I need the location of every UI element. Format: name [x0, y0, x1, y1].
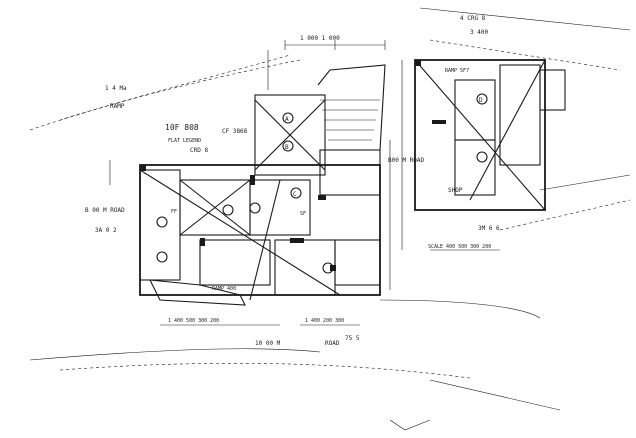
- site-contours: [29, 7, 631, 431]
- label-top-dim: 1 000 1 000: [300, 35, 340, 42]
- label-left-code-b: 3A 0 2: [95, 227, 117, 234]
- dimension-lines: [109, 40, 500, 326]
- stair-block: [317, 64, 386, 151]
- label-left-slope-b: RAMP: [110, 103, 125, 110]
- label-ramp-top: RAMP 5F7: [445, 68, 469, 74]
- label-right-code: 3M 6 6: [478, 225, 500, 232]
- label-scale-right: SCALE 400 500 300 200: [428, 244, 491, 250]
- label-shop: SHOP: [448, 187, 463, 194]
- plan-labels: 1 000 1 000 4 CRG 8 3 400 1 4 Ma RAMP 10…: [85, 15, 500, 347]
- section-title: 10F 808: [165, 123, 199, 132]
- label-scale-bottom: 1 400 500 300 200: [168, 318, 219, 324]
- right-building: [414, 59, 566, 211]
- label-left-slope-a: 1 4 Ma: [105, 85, 127, 92]
- label-left-code-a: CRD 8: [190, 147, 208, 154]
- room-label-a: A: [285, 116, 289, 123]
- label-top-right-a: 4 CRG 8: [460, 15, 486, 22]
- label-road-mid: B00 M ROAD: [388, 157, 425, 164]
- room-label-d: D: [479, 97, 483, 104]
- label-road-bottom-b: ROAD: [325, 340, 340, 347]
- section-sub: FLAT LEGEND: [168, 138, 201, 144]
- label-ramp-bottom: RAMP 400: [212, 286, 236, 292]
- label-road-left: B 00 M ROAD: [85, 207, 125, 214]
- label-scale-mid: 1 400 200 300: [305, 318, 344, 324]
- room-label-b: B: [285, 144, 289, 151]
- label-road-bottom: 10 00 M: [255, 340, 281, 347]
- room-label-c: C: [293, 191, 297, 198]
- main-building: [139, 64, 386, 306]
- room-markers: [156, 93, 488, 274]
- label-ff: FF: [171, 209, 177, 215]
- label-top-right-b: 3 400: [470, 29, 488, 36]
- label-bottom-code: 75 5: [345, 335, 360, 342]
- label-sf: SF: [300, 211, 306, 217]
- label-stair-code: CF 3868: [222, 128, 248, 135]
